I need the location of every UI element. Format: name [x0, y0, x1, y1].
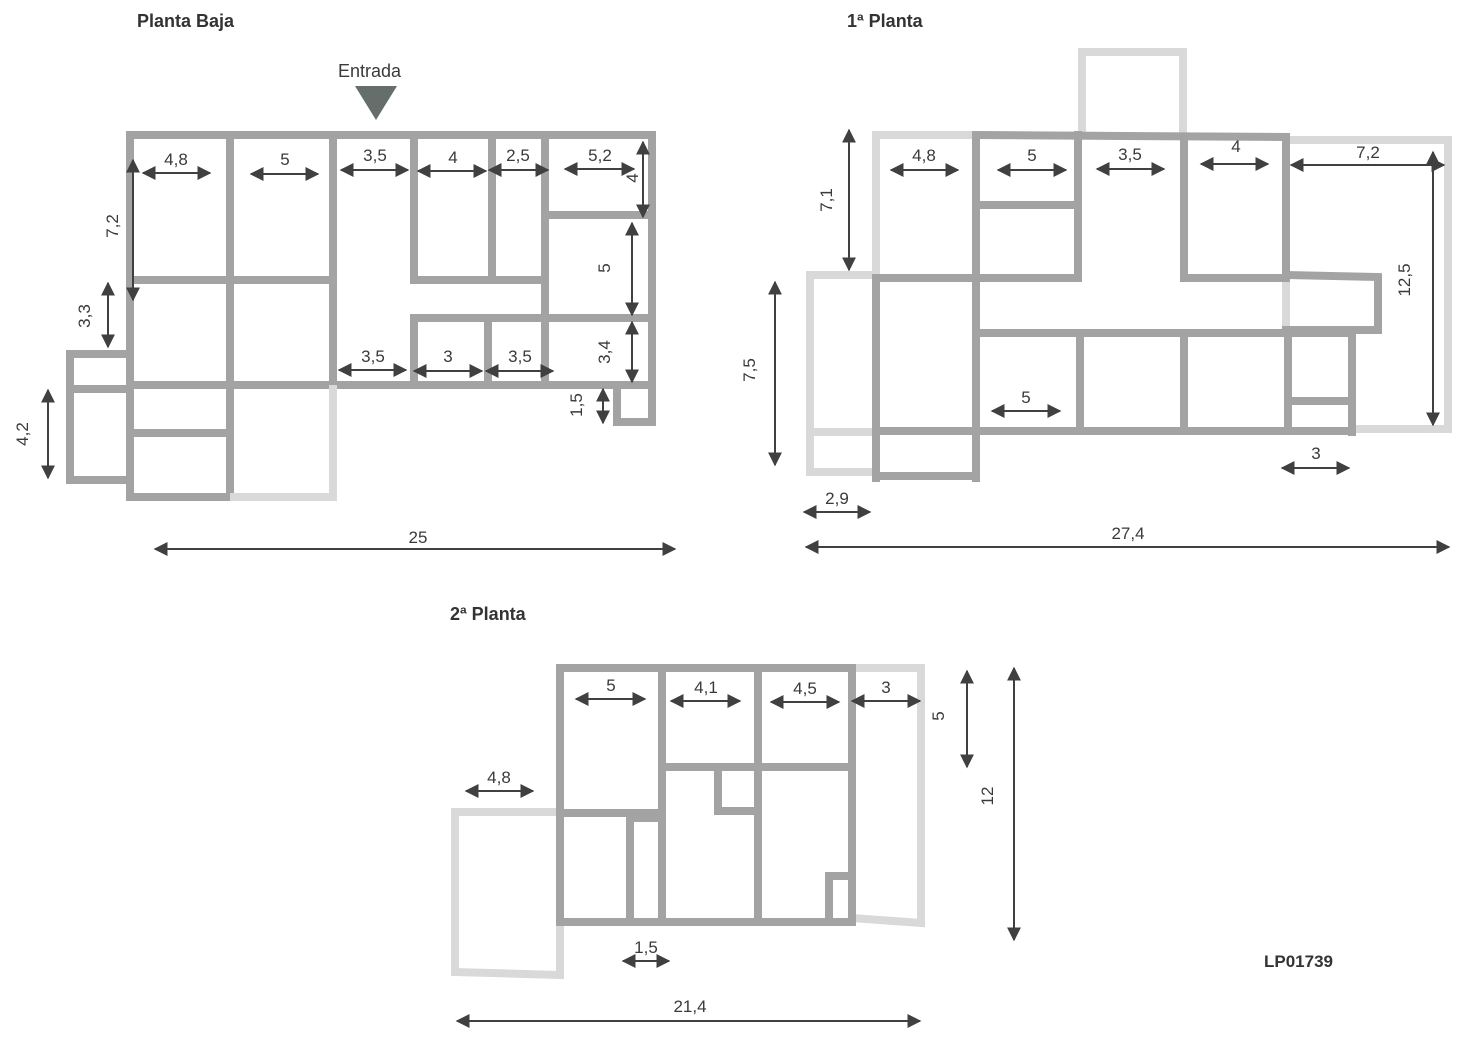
- dim-label: 3,5: [508, 347, 532, 366]
- ground-walls: [66, 131, 656, 501]
- dim-label: 5: [595, 263, 614, 272]
- dim-label: 12: [978, 787, 997, 806]
- first-floor-plan: 1ª Planta: [740, 11, 1452, 554]
- first-terrace-outlines: [806, 48, 1452, 476]
- plan-code: LP01739: [1264, 952, 1333, 971]
- dim-label: 25: [409, 528, 428, 547]
- dim-label: 3,5: [1118, 145, 1142, 164]
- ground-floor-title: Planta Baja: [137, 11, 235, 31]
- dim-label: 3,5: [361, 347, 385, 366]
- first-floor-title: 1ª Planta: [847, 11, 924, 31]
- dim-label: 2,5: [506, 146, 530, 165]
- dim-label: 2,9: [825, 489, 849, 508]
- dim-label: 5: [1021, 388, 1030, 407]
- dim-label: 5,2: [588, 146, 612, 165]
- first-walls: [872, 130, 1382, 482]
- second-dimensions: 5 4,1 4,5 3 4,8 5 12 1,5 21,4: [455, 666, 1021, 1028]
- dim-label: 12,5: [1395, 263, 1414, 296]
- first-dimensions: 4,8 5 3,5 4 7,2 7,1 12,5 7,5 5 3 2,9 27,…: [740, 128, 1451, 554]
- dim-label: 7,2: [1356, 143, 1380, 162]
- dim-label: 4,1: [694, 678, 718, 697]
- entrance-label: Entrada: [338, 61, 402, 81]
- dim-label: 5: [280, 150, 289, 169]
- ground-floor-plan: Planta Baja Entrada: [13, 11, 677, 556]
- dim-label: 3,5: [363, 146, 387, 165]
- ground-dimensions: 4,8 5 3,5 4 2,5 5,2 4 7,2 5 3,3 3,5 3 3: [13, 140, 677, 556]
- dim-label: 4,2: [13, 422, 32, 446]
- dim-label: 1,5: [567, 393, 586, 417]
- dim-label: 3: [443, 347, 452, 366]
- dim-label: 4,5: [793, 679, 817, 698]
- dim-label: 3,3: [75, 304, 94, 328]
- dim-label: 3: [881, 678, 890, 697]
- dim-label: 4,8: [164, 150, 188, 169]
- dim-label: 4,8: [487, 768, 511, 787]
- dim-label: 3: [1311, 444, 1320, 463]
- ground-terrace-outline: [230, 385, 337, 501]
- entrance-marker-icon: [355, 86, 397, 120]
- dim-label: 1,5: [634, 938, 658, 957]
- dim-label: 4: [448, 148, 457, 167]
- dim-label: 3,4: [595, 340, 614, 364]
- dim-label: 27,4: [1111, 524, 1144, 543]
- second-floor-title: 2ª Planta: [450, 604, 527, 624]
- dim-label: 7,1: [817, 188, 836, 212]
- dim-label: 21,4: [673, 997, 706, 1016]
- second-walls: [556, 664, 856, 926]
- dim-label: 7,2: [103, 214, 122, 238]
- dim-label: 5: [929, 711, 948, 720]
- second-floor-plan: 2ª Planta 5 4,1 4,5 3 4,8: [450, 604, 1021, 1028]
- dim-label: 4,8: [912, 146, 936, 165]
- dim-label: 5: [1027, 146, 1036, 165]
- dim-label: 4: [623, 173, 642, 182]
- dim-label: 7,5: [740, 358, 759, 382]
- dim-label: 4: [1231, 137, 1240, 156]
- dim-label: 5: [606, 676, 615, 695]
